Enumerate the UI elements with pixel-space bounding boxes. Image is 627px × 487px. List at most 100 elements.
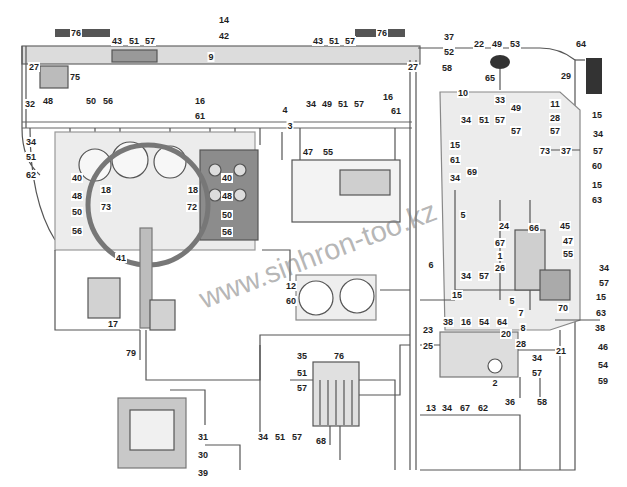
callout-number: 67 — [459, 403, 471, 413]
callout-number: 75 — [69, 72, 81, 82]
callout-number: 16 — [382, 92, 394, 102]
callout-number: 18 — [100, 185, 112, 195]
callout-number: 43 — [111, 36, 123, 46]
callout-number: 49 — [321, 99, 333, 109]
callout-number: 28 — [515, 339, 527, 349]
callout-number: 68 — [315, 436, 327, 446]
callout-number: 69 — [466, 167, 478, 177]
callout-number: 50 — [85, 96, 97, 106]
callout-number: 57 — [494, 115, 506, 125]
callout-number: 5 — [459, 210, 466, 220]
callout-number: 52 — [443, 47, 455, 57]
callout-number: 21 — [555, 346, 567, 356]
callout-number: 45 — [559, 221, 571, 231]
callout-number: 26 — [494, 263, 506, 273]
callout-number: 10 — [457, 88, 469, 98]
callout-number: 39 — [197, 468, 209, 478]
callout-number: 34 — [531, 353, 543, 363]
callout-number: 40 — [71, 173, 83, 183]
callout-number: 29 — [560, 71, 572, 81]
callout-number: 63 — [595, 308, 607, 318]
callout-number: 73 — [100, 202, 112, 212]
callout-number: 35 — [296, 351, 308, 361]
callout-number: 64 — [496, 317, 508, 327]
callout-number: 48 — [42, 96, 54, 106]
callout-number: 65 — [484, 73, 496, 83]
callout-number: 15 — [591, 110, 603, 120]
callout-number: 57 — [296, 383, 308, 393]
callout-number: 15 — [449, 140, 461, 150]
callout-number: 23 — [422, 325, 434, 335]
callout-number: 60 — [285, 296, 297, 306]
callout-number: 4 — [281, 105, 288, 115]
callout-number: 53 — [509, 39, 521, 49]
callout-number: 37 — [560, 146, 572, 156]
callout-number: 3 — [286, 121, 293, 131]
callout-number: 34 — [441, 403, 453, 413]
callout-number: 51 — [478, 115, 490, 125]
callout-number: 49 — [491, 39, 503, 49]
callout-number: 15 — [451, 290, 463, 300]
callout-number: 61 — [390, 106, 402, 116]
callout-number: 16 — [460, 317, 472, 327]
callout-number: 51 — [296, 368, 308, 378]
callout-number: 54 — [597, 360, 609, 370]
callout-number: 1 — [496, 251, 503, 261]
callout-number: 34 — [460, 271, 472, 281]
callout-number: 50 — [221, 210, 233, 220]
callout-number: 22 — [473, 39, 485, 49]
callout-number: 61 — [449, 155, 461, 165]
callout-number: 33 — [494, 95, 506, 105]
callout-number: 42 — [218, 31, 230, 41]
callout-number: 38 — [594, 323, 606, 333]
callout-number: 57 — [510, 126, 522, 136]
callout-number: 49 — [510, 103, 522, 113]
callout-number: 76 — [70, 28, 82, 38]
callout-number: 51 — [328, 36, 340, 46]
callout-number: 15 — [591, 180, 603, 190]
callout-number: 8 — [519, 323, 526, 333]
callout-number: 61 — [194, 111, 206, 121]
callout-number: 66 — [528, 223, 540, 233]
callout-number: 6 — [427, 260, 434, 270]
callout-number: 63 — [591, 195, 603, 205]
callout-number: 55 — [562, 249, 574, 259]
callout-number: 34 — [460, 115, 472, 125]
callout-number: 34 — [598, 263, 610, 273]
callout-number: 47 — [302, 147, 314, 157]
callout-number: 50 — [71, 207, 83, 217]
callout-number: 64 — [575, 39, 587, 49]
callout-number: 48 — [221, 191, 233, 201]
callout-number: 31 — [197, 432, 209, 442]
callout-number: 2 — [491, 378, 498, 388]
callout-number: 56 — [102, 96, 114, 106]
callout-number: 76 — [333, 351, 345, 361]
callout-number: 73 — [539, 146, 551, 156]
callout-number: 70 — [557, 303, 569, 313]
callout-number: 36 — [504, 397, 516, 407]
callout-number: 57 — [478, 271, 490, 281]
callout-number: 25 — [422, 341, 434, 351]
callout-number: 38 — [442, 317, 454, 327]
callout-number: 34 — [449, 173, 461, 183]
callout-number: 16 — [194, 96, 206, 106]
callout-number: 7 — [517, 308, 524, 318]
callout-number: 13 — [425, 403, 437, 413]
callout-number: 57 — [598, 278, 610, 288]
callout-number: 51 — [128, 36, 140, 46]
callout-number: 20 — [500, 329, 512, 339]
callout-number: 46 — [597, 342, 609, 352]
callout-number: 15 — [595, 292, 607, 302]
callout-number: 76 — [376, 28, 388, 38]
callout-number: 62 — [25, 170, 37, 180]
callout-number: 58 — [441, 63, 453, 73]
callout-number: 9 — [207, 52, 214, 62]
callout-number: 60 — [591, 161, 603, 171]
callout-number: 57 — [592, 146, 604, 156]
callout-number: 54 — [478, 317, 490, 327]
callout-number: 48 — [71, 191, 83, 201]
callout-number: 40 — [221, 173, 233, 183]
callout-number: 58 — [536, 397, 548, 407]
callout-number: 56 — [71, 226, 83, 236]
